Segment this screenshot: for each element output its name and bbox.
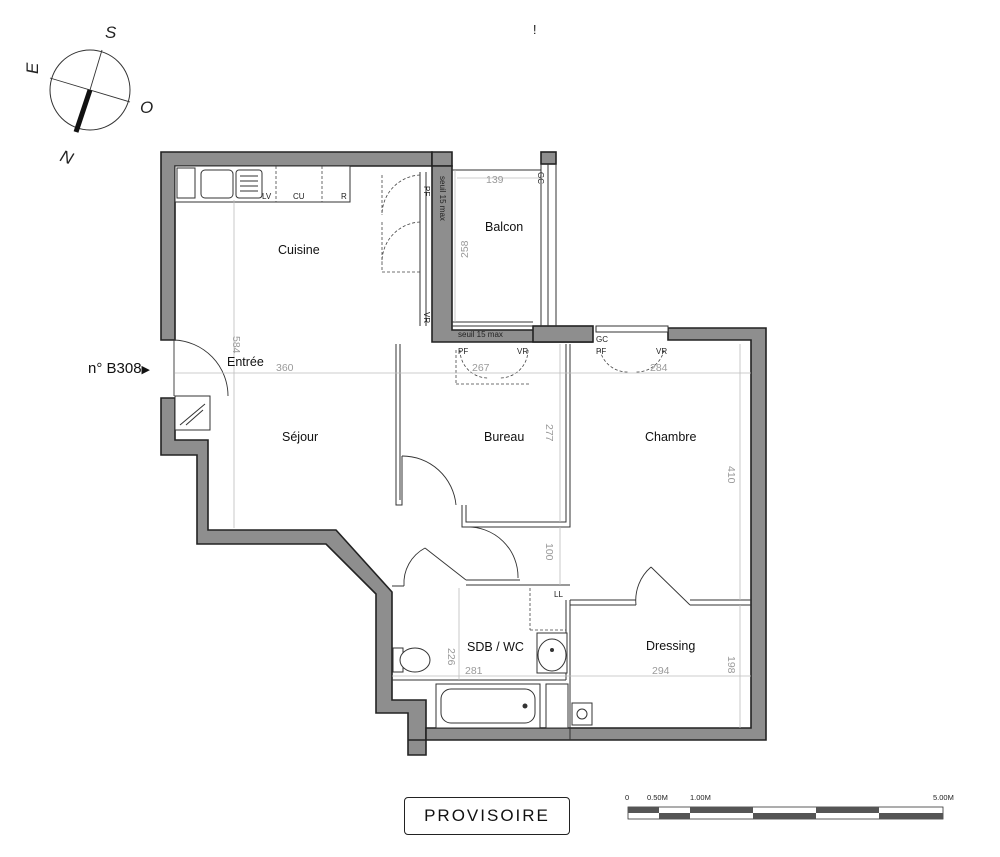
label-f-chambre: PF bbox=[596, 347, 606, 356]
label-pf-kitchen: PF bbox=[422, 186, 431, 196]
room-chambre: Chambre bbox=[645, 430, 696, 444]
compass-n: N bbox=[58, 146, 77, 168]
room-entree: Entrée bbox=[227, 355, 264, 369]
kitchen-counter bbox=[174, 165, 351, 203]
scale-500: 5.00M bbox=[933, 793, 954, 802]
scale-0: 0 bbox=[625, 793, 629, 802]
scale-100: 1.00M bbox=[690, 793, 711, 802]
label-ll: LL bbox=[554, 590, 563, 599]
label-cu: CU bbox=[293, 192, 305, 201]
label-vr-kitchen: VR bbox=[422, 312, 431, 323]
dim-balcon-w: 139 bbox=[486, 174, 504, 186]
dimension-lines bbox=[175, 170, 751, 728]
scale-050: 0.50M bbox=[647, 793, 668, 802]
dim-passage: 100 bbox=[543, 543, 555, 561]
label-gc-balcon: GC bbox=[536, 172, 545, 184]
compass-s: S bbox=[105, 23, 117, 42]
room-bureau: Bureau bbox=[484, 430, 524, 444]
lot-number-label: n° B308▶ bbox=[88, 360, 150, 377]
bath-fixtures bbox=[392, 588, 593, 729]
dim-sdb-h: 226 bbox=[445, 648, 457, 666]
dim-dressing-w: 294 bbox=[652, 665, 670, 677]
compass: S O E N bbox=[23, 23, 153, 168]
label-seuil-vertical: seuil 15 max bbox=[438, 176, 447, 221]
label-r: R bbox=[341, 192, 347, 201]
entry-arrow-icon: ▶ bbox=[141, 364, 151, 376]
entry-cabinet bbox=[174, 395, 211, 431]
room-sdb: SDB / WC bbox=[467, 640, 524, 654]
interior-walls bbox=[392, 344, 751, 740]
dim-bureau-w: 267 bbox=[472, 362, 490, 374]
label-seuil-horizontal: seuil 15 max bbox=[458, 330, 503, 339]
scale-bar: 0 0.50M 1.00M 5.00M bbox=[625, 793, 954, 820]
walls bbox=[160, 151, 767, 756]
dim-chambre-w: 284 bbox=[650, 362, 668, 374]
label-lv: LV bbox=[262, 192, 272, 201]
dim-sejour-w: 360 bbox=[276, 362, 294, 374]
dim-balcon-h: 258 bbox=[459, 240, 471, 258]
room-balcon: Balcon bbox=[485, 220, 523, 234]
room-dressing: Dressing bbox=[646, 639, 695, 653]
dim-chambre-h: 410 bbox=[725, 466, 737, 484]
label-pf-bureau: PF bbox=[458, 347, 468, 356]
room-cuisine: Cuisine bbox=[278, 243, 320, 257]
kitchen-balcony-door bbox=[381, 172, 427, 326]
compass-e: E bbox=[23, 62, 42, 74]
dim-dressing-h: 198 bbox=[725, 656, 737, 674]
label-vr-chambre: VR bbox=[656, 347, 667, 356]
doors bbox=[173, 339, 691, 606]
compass-o: O bbox=[140, 98, 153, 117]
dim-sdb-w: 281 bbox=[465, 665, 483, 677]
balcony bbox=[452, 164, 669, 333]
label-vr-bureau: VR bbox=[517, 347, 528, 356]
room-sejour: Séjour bbox=[282, 430, 318, 444]
label-gc-chambre: GC bbox=[596, 335, 608, 344]
provisional-stamp: PROVISOIRE bbox=[404, 797, 570, 835]
top-mark: ! bbox=[533, 23, 536, 37]
dim-bureau-h: 277 bbox=[543, 424, 555, 442]
lot-number: n° B308 bbox=[88, 360, 142, 377]
compass-needle bbox=[73, 89, 93, 133]
dim-cuisine-h: 584 bbox=[230, 336, 242, 354]
